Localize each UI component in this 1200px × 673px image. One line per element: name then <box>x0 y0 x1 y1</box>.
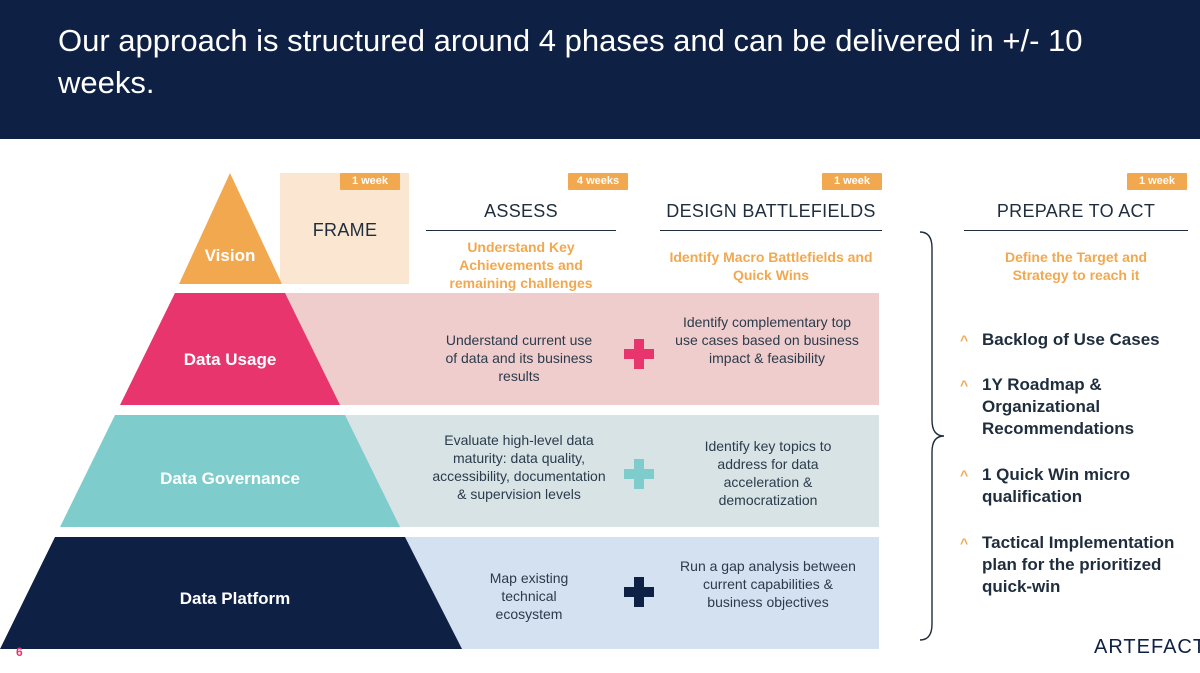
data-platform-tier <box>0 537 462 649</box>
chevron-up-icon: ^ <box>960 535 969 551</box>
design-phase-description: Identify Macro Battlefields and Quick Wi… <box>669 249 873 283</box>
data-usage-tier-label: Data Usage <box>183 350 277 369</box>
frame-duration-badge: 1 week <box>340 173 400 190</box>
outcome-item-text: 1Y Roadmap & Organizational Recommendati… <box>982 375 1135 438</box>
plus-icon <box>624 459 654 489</box>
vision-tier <box>179 173 282 284</box>
outcome-item: ^ Tactical Implementation plan for the p… <box>960 532 1190 598</box>
chevron-up-icon: ^ <box>960 377 969 393</box>
usage-design-text: Identify complementary top use cases bas… <box>675 314 859 366</box>
design-divider <box>660 230 882 231</box>
assess-phase-title: ASSESS <box>484 201 558 221</box>
data-usage-band <box>280 293 879 405</box>
design-duration-badge: 1 week <box>822 173 882 190</box>
right-brace <box>919 231 945 641</box>
vision-tier-label: Vision <box>204 246 256 265</box>
outcome-item: ^ Backlog of Use Cases <box>960 329 1190 351</box>
outcome-item-text: 1 Quick Win micro qualification <box>982 465 1131 506</box>
platform-assess-text: Map existing technical ecosystem <box>489 570 569 622</box>
assess-duration-badge: 4 weeks <box>568 173 628 190</box>
data-governance-tier <box>60 415 400 527</box>
outcome-item-text: Backlog of Use Cases <box>982 330 1160 349</box>
outcome-item: ^ 1 Quick Win micro qualification <box>960 464 1190 508</box>
data-usage-tier <box>120 293 340 405</box>
data-governance-tier-label: Data Governance <box>160 469 300 488</box>
outcome-item-text: Tactical Implementation plan for the pri… <box>982 533 1175 596</box>
platform-design-text: Run a gap analysis between current capab… <box>680 558 856 610</box>
header-banner: Our approach is structured around 4 phas… <box>0 0 1200 139</box>
assess-divider <box>426 230 616 231</box>
plus-icon <box>624 577 654 607</box>
frame-phase-title: FRAME <box>312 220 378 240</box>
governance-design-text: Identify key topics to address for data … <box>704 438 832 508</box>
data-platform-tier-label: Data Platform <box>179 589 291 608</box>
usage-assess-text: Understand current use of data and its b… <box>445 332 593 384</box>
plus-icon <box>624 339 654 369</box>
outcome-item: ^ 1Y Roadmap & Organizational Recommenda… <box>960 374 1190 440</box>
design-phase-title: DESIGN BATTLEFIELDS <box>666 201 876 221</box>
prepare-divider <box>964 230 1188 231</box>
page-number: 6 <box>16 645 23 659</box>
chevron-up-icon: ^ <box>960 332 969 348</box>
data-governance-band <box>340 415 879 527</box>
frame-band <box>280 173 409 284</box>
prepare-phase-description: Define the Target and Strategy to reach … <box>1004 249 1148 283</box>
assess-phase-description: Understand Key Achievements and remainin… <box>449 239 593 291</box>
artefact-logo: ARTEFACT <box>1094 636 1200 658</box>
governance-assess-text: Evaluate high-level data maturity: data … <box>432 432 606 502</box>
chevron-up-icon: ^ <box>960 467 969 483</box>
prepare-duration-badge: 1 week <box>1127 173 1187 190</box>
page-title: Our approach is structured around 4 phas… <box>58 23 1083 100</box>
prepare-phase-title: PREPARE TO ACT <box>996 201 1156 221</box>
